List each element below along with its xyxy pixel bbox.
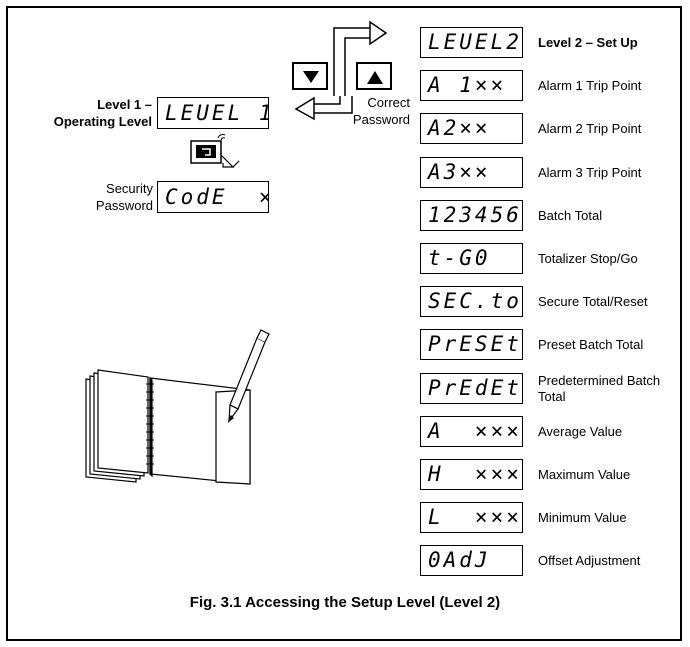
setup-desc-8: Predetermined Batch Total [538,373,661,404]
setup-desc-5: Totalizer Stop/Go [538,251,638,266]
down-triangle-icon [303,71,319,83]
figure-caption: Fig. 3.1 Accessing the Setup Level (Leve… [189,594,501,611]
down-button[interactable] [292,62,328,90]
setup-desc-0: Level 2 – Set Up [538,35,638,50]
code-display: CodE × [157,181,269,213]
setup-desc-10: Maximum Value [538,467,631,482]
setup-display-8: PrEdEt [420,373,523,404]
security-password-label: Security Password [95,181,153,213]
up-button[interactable] [356,62,392,90]
correct-password-label: Correct Password [352,95,410,127]
setup-display-6: SEC.tot [420,286,523,317]
setup-display-1: A 1×× [420,70,523,101]
setup-display-5: t-G0 [420,243,523,274]
setup-desc-1: Alarm 1 Trip Point [538,78,642,93]
setup-display-11: L ×××× [420,502,523,533]
setup-desc-9: Average Value [538,424,623,439]
setup-display-3: A3×× [420,157,523,188]
setup-display-2: A2×× [420,113,523,144]
setup-display-12: 0AdJ [420,545,523,576]
setup-desc-4: Batch Total [538,208,603,223]
setup-desc-2: Alarm 2 Trip Point [538,121,642,136]
setup-display-0: LEUEL2 [420,27,523,58]
setup-desc-7: Preset Batch Total [538,337,644,352]
setup-desc-11: Minimum Value [538,510,627,525]
setup-desc-3: Alarm 3 Trip Point [538,165,642,180]
setup-desc-12: Offset Adjustment [538,553,641,568]
setup-display-7: PrESEt [420,329,523,360]
figure-frame [6,6,682,641]
level1-label: Level 1 – Operating Level [53,97,152,129]
scroll-key-icon [190,134,240,168]
arrow-to-level2 [333,20,388,60]
level1-display: LEUEL 1 [157,97,269,129]
setup-display-9: A ×××× [420,416,523,447]
setup-display-4: 123456 [420,200,523,231]
setup-display-10: H ×××× [420,459,523,490]
up-triangle-icon [367,71,383,84]
setup-desc-6: Secure Total/Reset [538,294,648,309]
arrow-back-to-level1 [294,60,353,121]
